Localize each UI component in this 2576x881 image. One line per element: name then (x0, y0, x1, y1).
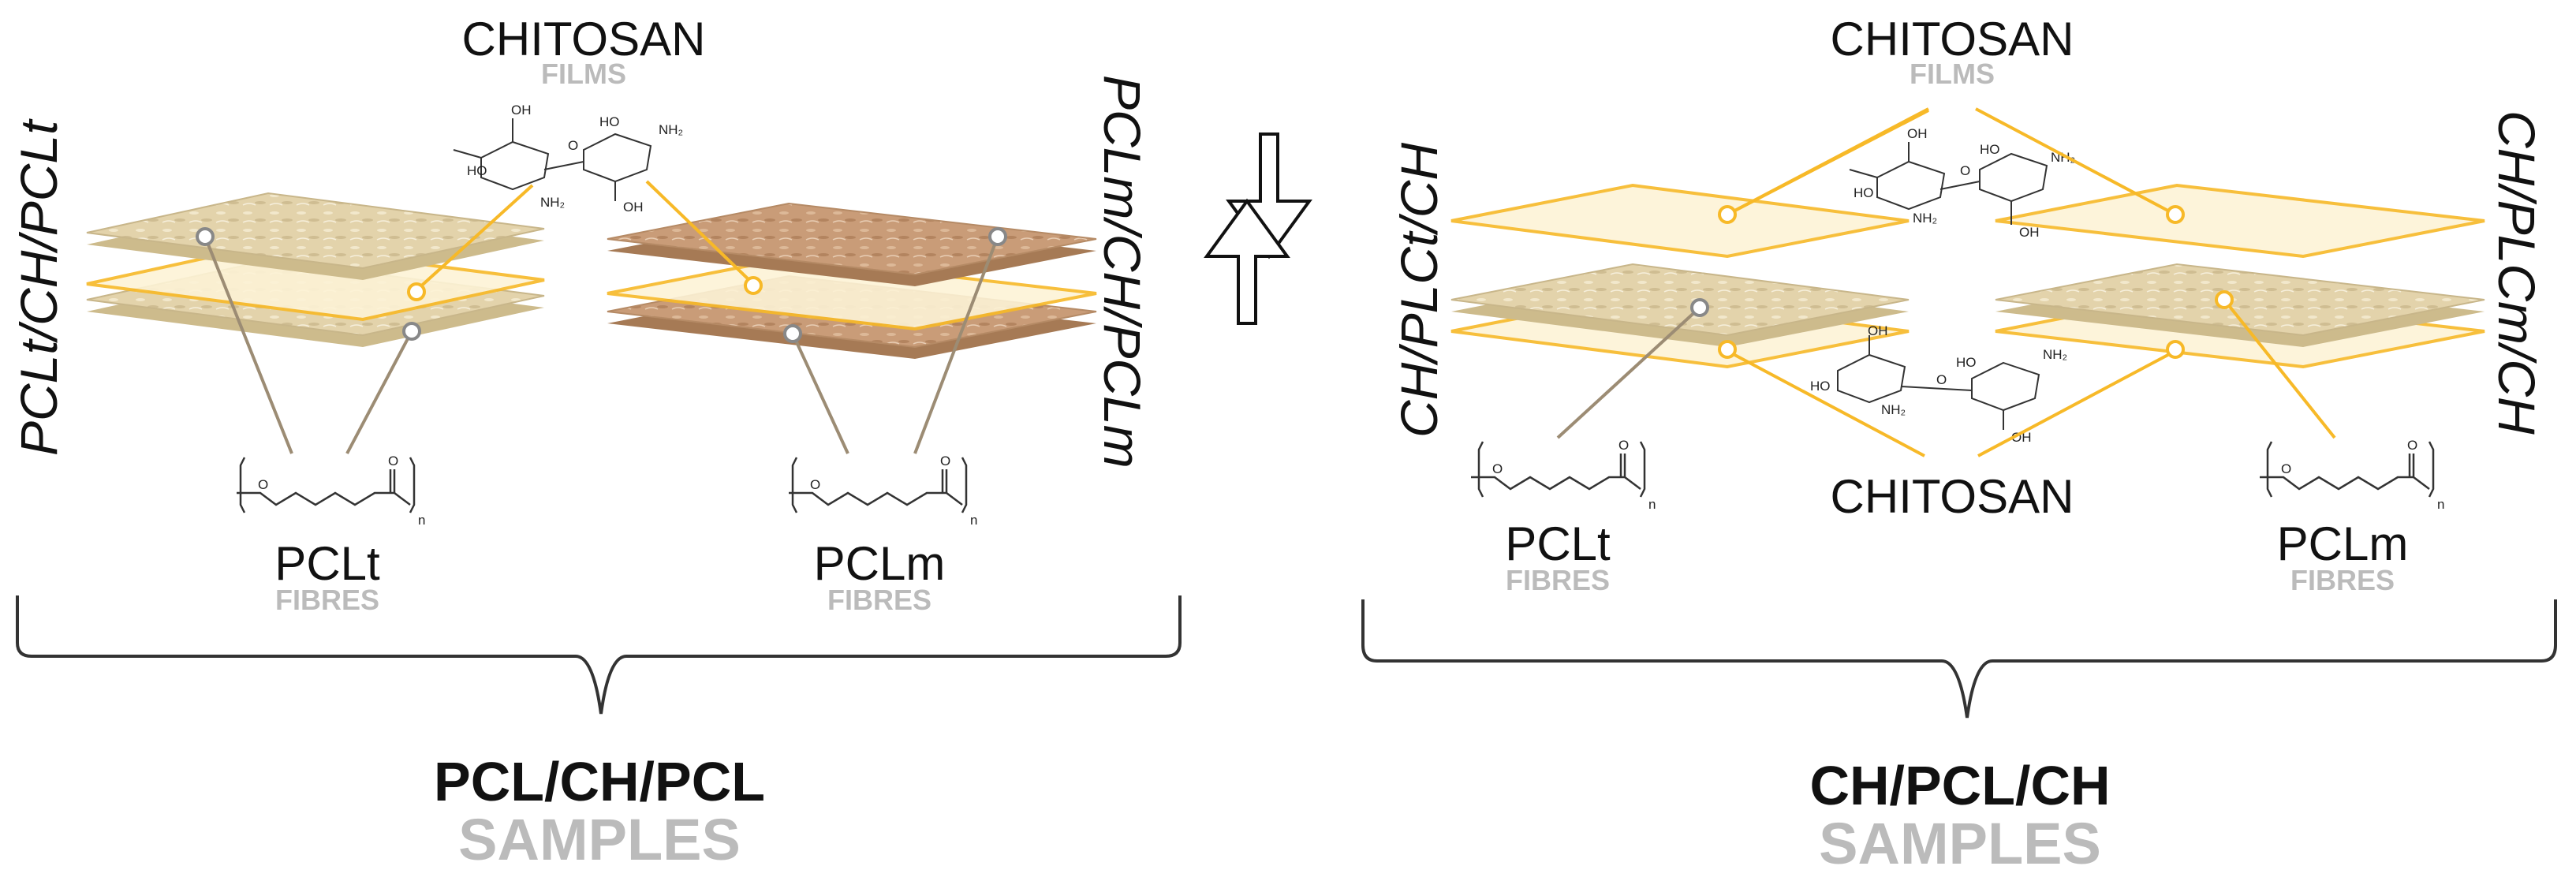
ch-pclt-ch-stack (1450, 183, 1910, 369)
chitosan-film-left-b (607, 256, 1097, 331)
film-pointer-dot (2166, 340, 2185, 359)
left-sample-sub: SAMPLES (458, 807, 741, 872)
right-pclt-fibres: FIBRES (1506, 564, 1610, 596)
chem-nh2-5: NH₂ (1881, 402, 1906, 417)
chem-nh2-1: NH₂ (540, 195, 565, 210)
chem-ho-6: HO (1956, 355, 1977, 370)
chem-nh2-4: NH₂ (2051, 150, 2075, 165)
right-chitosan-top-label: CHITOSAN (1831, 13, 2074, 65)
right-vertical-label-pclt: CH/PLCt/CH (1390, 143, 1448, 438)
chem-o-5: O (1936, 372, 1947, 387)
fibre-pointer-dot (783, 324, 802, 343)
chem-oh-2: OH (623, 200, 644, 215)
left-vertical-label-pclt: PCLt/CH/PCLt (9, 118, 68, 456)
ch-pclm-ch-stack (1995, 183, 2485, 369)
pcl-structure-right-b (2260, 441, 2435, 498)
pclt-fibre-stack-left (86, 192, 545, 347)
right-sample-title: CH/PCL/CH (1809, 755, 2110, 816)
chitosan-molecule-right-top (1849, 142, 2048, 225)
chem-oh-1: OH (511, 103, 532, 118)
chem-o-1: O (568, 138, 578, 153)
right-panel: CHITOSAN FILMS CH/PLCt/CH CH/PLCm/CH (1361, 13, 2557, 876)
right-chitosan-bottom-label: CHITOSAN (1831, 470, 2074, 523)
left-pclt-label: PCLt (274, 537, 380, 590)
chem-nh2-6: NH₂ (2043, 347, 2067, 362)
equilibrium-arrows (1204, 133, 1312, 325)
fibre-pointer-dot (196, 227, 215, 246)
chem-oh-4: OH (2019, 225, 2040, 240)
chitosan-molecule-left (453, 118, 652, 201)
film-pointer-dot (744, 276, 763, 295)
right-films-label: FILMS (1910, 58, 1995, 90)
right-vertical-label-pclm: CH/PLCm/CH (2488, 110, 2546, 435)
pcl-structure-right-a (1471, 441, 1646, 498)
chem-n-3: n (1648, 497, 1656, 512)
chem-o-pcl-3: O (810, 477, 820, 492)
right-pclm-fibres: FIBRES (2290, 564, 2395, 596)
left-pclm-label: PCLm (814, 537, 946, 590)
chem-ho-2: HO (599, 114, 620, 129)
right-sample-sub: SAMPLES (1819, 811, 2101, 876)
chem-o-pcl-8: O (2407, 438, 2417, 453)
chem-n-2: n (970, 513, 977, 528)
pcl-structure-left-b (789, 457, 968, 513)
chem-o-3: O (1960, 163, 1970, 178)
left-brace (16, 595, 1182, 715)
right-brace (1361, 599, 2557, 719)
left-films-label: FILMS (541, 58, 626, 90)
film-pointer-dot (2215, 290, 2234, 309)
chem-nh2-3: NH₂ (1913, 211, 1937, 226)
chem-oh-3: OH (1907, 126, 1928, 141)
chem-o-pcl-6: O (1618, 438, 1629, 453)
film-pointer-dot (2166, 205, 2185, 224)
film-pointer-dot (1718, 205, 1737, 224)
left-chitosan-label: CHITOSAN (462, 13, 706, 65)
pclm-fibre-stack-left (607, 202, 1097, 359)
chem-ho-3: HO (1854, 185, 1874, 200)
chem-ho-4: HO (1980, 142, 2000, 157)
chem-o-pcl-5: O (1492, 461, 1503, 476)
right-pclm-label: PCLm (2277, 517, 2409, 570)
fibre-pointer-dot (988, 227, 1007, 246)
film-pointer-dot (407, 282, 426, 301)
arrow-up-icon (1204, 198, 1290, 325)
left-panel: CHITOSAN FILMS PCLt/CH/PCLt PCLm/CH/PCLm (9, 13, 1182, 872)
left-pclt-fibres: FIBRES (275, 584, 379, 616)
pcl-structure-left-a (237, 457, 416, 513)
chem-ho-5: HO (1810, 379, 1831, 394)
chem-n-4: n (2437, 497, 2444, 512)
chem-nh2-2: NH₂ (659, 122, 683, 137)
left-sample-title: PCL/CH/PCL (434, 751, 765, 812)
chitosan-molecule-right-bottom (1837, 335, 2040, 430)
chem-o-pcl-4: O (940, 454, 950, 468)
left-pclm-fibres: FIBRES (827, 584, 931, 616)
chem-oh-5: OH (1868, 323, 1888, 338)
chem-o-pcl-7: O (2281, 461, 2291, 476)
left-vertical-label-pclm: PCLm/CH/PCLm (1093, 75, 1152, 468)
chem-o-pcl-1: O (258, 477, 268, 492)
chem-n-1: n (418, 513, 425, 528)
right-pclt-label: PCLt (1505, 517, 1611, 570)
film-pointer-dot (1718, 340, 1737, 359)
chem-oh-6: OH (2011, 430, 2032, 445)
chem-ho-1: HO (467, 163, 487, 178)
fibre-pointer-dot (402, 322, 421, 341)
fibre-pointer-dot (1690, 298, 1709, 317)
chem-o-pcl-2: O (388, 454, 398, 468)
